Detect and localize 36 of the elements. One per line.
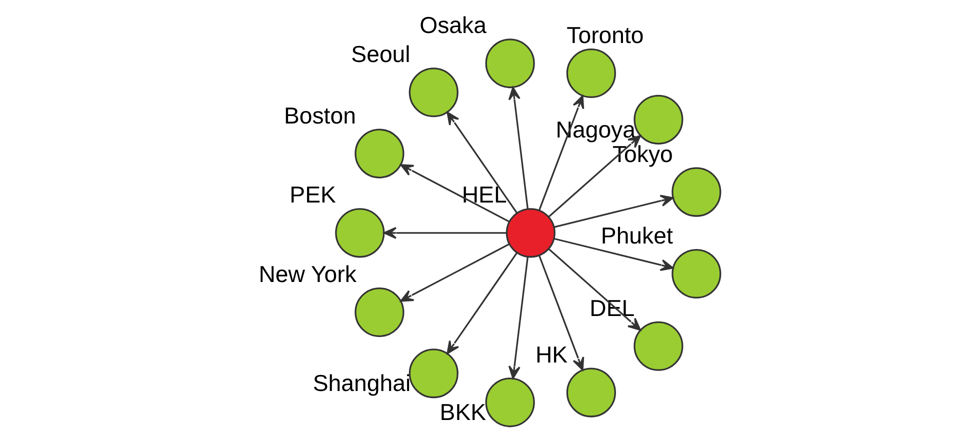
node-circle	[335, 208, 385, 258]
node-circle	[485, 378, 535, 428]
arrow	[548, 135, 641, 218]
node-circle	[566, 368, 616, 418]
arrow	[508, 86, 529, 209]
node-label: Shanghai	[312, 370, 411, 396]
arrow	[538, 255, 584, 371]
node-label: Phuket	[600, 222, 673, 248]
node-circle	[566, 48, 616, 98]
node-circle	[408, 348, 458, 398]
node-circle	[672, 248, 722, 299]
node-circle	[354, 128, 404, 178]
node-label: Boston	[284, 102, 356, 128]
node-label: Toronto	[566, 22, 644, 48]
node-circle	[408, 68, 458, 118]
node-circle	[485, 38, 535, 88]
node-circle	[672, 167, 722, 217]
node-circle	[506, 208, 556, 258]
node-label: Osaka	[420, 12, 486, 38]
arrow	[446, 252, 518, 354]
arrow	[446, 112, 518, 214]
node-label: HK	[535, 341, 568, 368]
arrow	[548, 248, 641, 331]
node-label: PEK	[290, 182, 336, 208]
arrow	[554, 238, 674, 272]
node-label: BKK	[440, 399, 486, 426]
arrow	[384, 226, 506, 239]
arrow	[538, 95, 584, 210]
node-label: Seoul	[351, 41, 410, 68]
arrow	[400, 244, 510, 302]
node-label: New York	[258, 261, 356, 287]
node-circle	[634, 321, 684, 371]
arrow	[508, 257, 529, 379]
node-circle	[354, 287, 404, 338]
node-circle	[634, 94, 684, 144]
arrow	[554, 194, 674, 228]
